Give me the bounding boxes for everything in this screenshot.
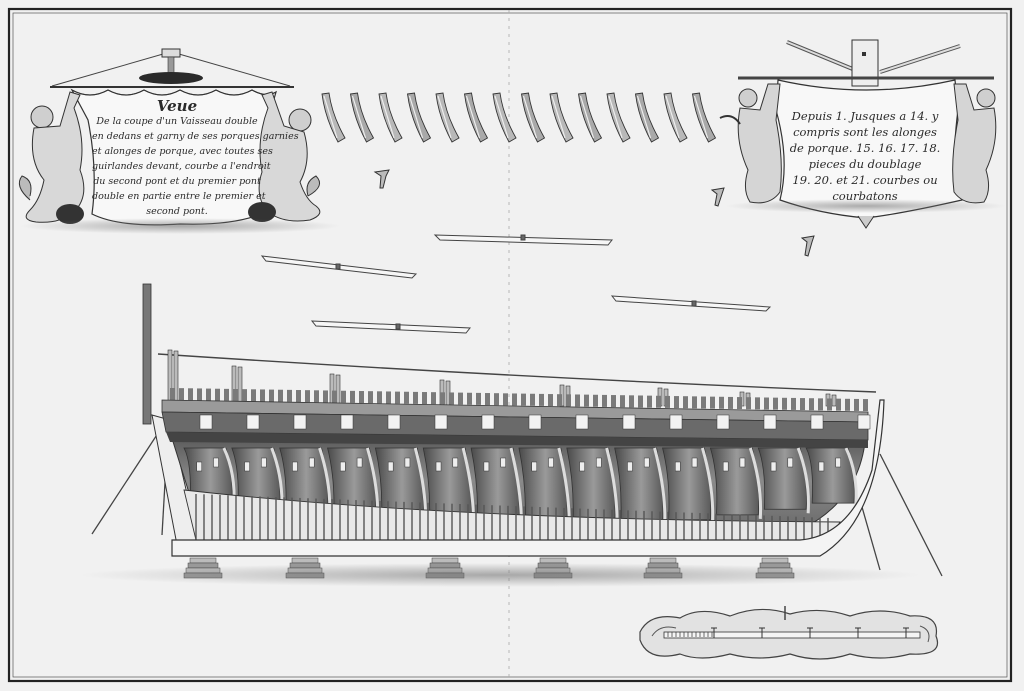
deck-beam (433, 234, 614, 246)
caption-line: en dedans et garny de ses porques garnie… (92, 131, 299, 142)
futtock-timber (663, 92, 688, 143)
futtock-timber (321, 92, 346, 143)
scale-bar-cartouche (639, 606, 938, 660)
futtock-timber (577, 92, 603, 143)
frame-bay (709, 447, 760, 516)
shore (859, 499, 881, 571)
futtock-timbers-row (321, 92, 717, 143)
gun-port (763, 414, 777, 430)
futtock-timber (492, 92, 517, 143)
frame-bay (757, 447, 807, 510)
triton-figure-right (248, 91, 321, 222)
frame-bay (805, 447, 855, 504)
futtock-timber (349, 92, 375, 143)
caption-line: du second pont et du premier pont (93, 176, 261, 187)
caption-line: second pont. (146, 206, 208, 217)
caption-line: de porque. 15. 16. 17. 18. (789, 141, 941, 155)
futtock-timber (549, 92, 574, 143)
caption-line: double en partie entre le premier et (92, 191, 266, 202)
deck-beam (260, 255, 418, 279)
gun-port (434, 414, 448, 430)
right-cartouche (719, 39, 1006, 229)
futtock-timber (378, 92, 403, 143)
deck-ports (199, 414, 871, 430)
rail-stanchions (167, 349, 868, 412)
gun-port (716, 414, 730, 430)
plate-border (7, 7, 1013, 683)
scale-ticks (667, 627, 909, 638)
shore (879, 453, 943, 577)
deck-beams (260, 234, 772, 334)
knee-timbers (373, 169, 815, 257)
caption-line: courbatons (832, 189, 898, 203)
gun-port (528, 414, 542, 430)
deck-beam (310, 320, 472, 334)
futtock-timber (406, 92, 432, 143)
left-cartouche-caption: Veue De la coupe d'un Vaisseau double en… (92, 97, 299, 219)
gun-port (669, 414, 683, 430)
gun-port (857, 414, 871, 430)
gun-port (810, 414, 824, 430)
caption-line: et alonges de porque, avec toutes ses (92, 146, 273, 157)
caption-line: Depuis 1. Jusques a 14. y (791, 109, 939, 123)
caption-line: compris sont les alonges (793, 125, 937, 139)
caption-line: De la coupe d'un Vaisseau double (96, 116, 258, 127)
ship-hull-section (80, 283, 943, 587)
deck-beam (610, 295, 772, 312)
frame-bay (662, 447, 712, 521)
futtock-timber (606, 92, 631, 143)
gun-port (387, 414, 401, 430)
caption-line: 19. 20. et 21. courbes ou (792, 173, 938, 187)
knee-piece (373, 169, 390, 189)
futtock-timber (463, 92, 489, 143)
gun-port (246, 414, 260, 430)
knee-piece (710, 187, 725, 207)
shore (91, 423, 165, 535)
futtock-timber (520, 92, 546, 143)
gun-port (199, 414, 213, 430)
left-cartouche-title: Veue (156, 97, 198, 115)
right-cartouche-caption: Depuis 1. Jusques a 14. y compris sont l… (780, 108, 950, 204)
gun-port (293, 414, 307, 430)
futtock-timber (691, 92, 717, 143)
gun-port (622, 414, 636, 430)
floor-timbers (195, 494, 829, 540)
frame-bay (614, 447, 664, 525)
futtock-timber (435, 92, 460, 143)
gun-port (575, 414, 589, 430)
gun-port (340, 414, 354, 430)
gun-port (481, 414, 495, 430)
frame-bay (566, 447, 616, 527)
caption-line: guirlandes devant, courbe a l'endroit (92, 161, 271, 172)
futtock-timber (634, 92, 660, 143)
left-cartouche (18, 48, 340, 234)
caption-line: pieces du doublage (808, 157, 922, 171)
knee-piece (800, 235, 815, 257)
